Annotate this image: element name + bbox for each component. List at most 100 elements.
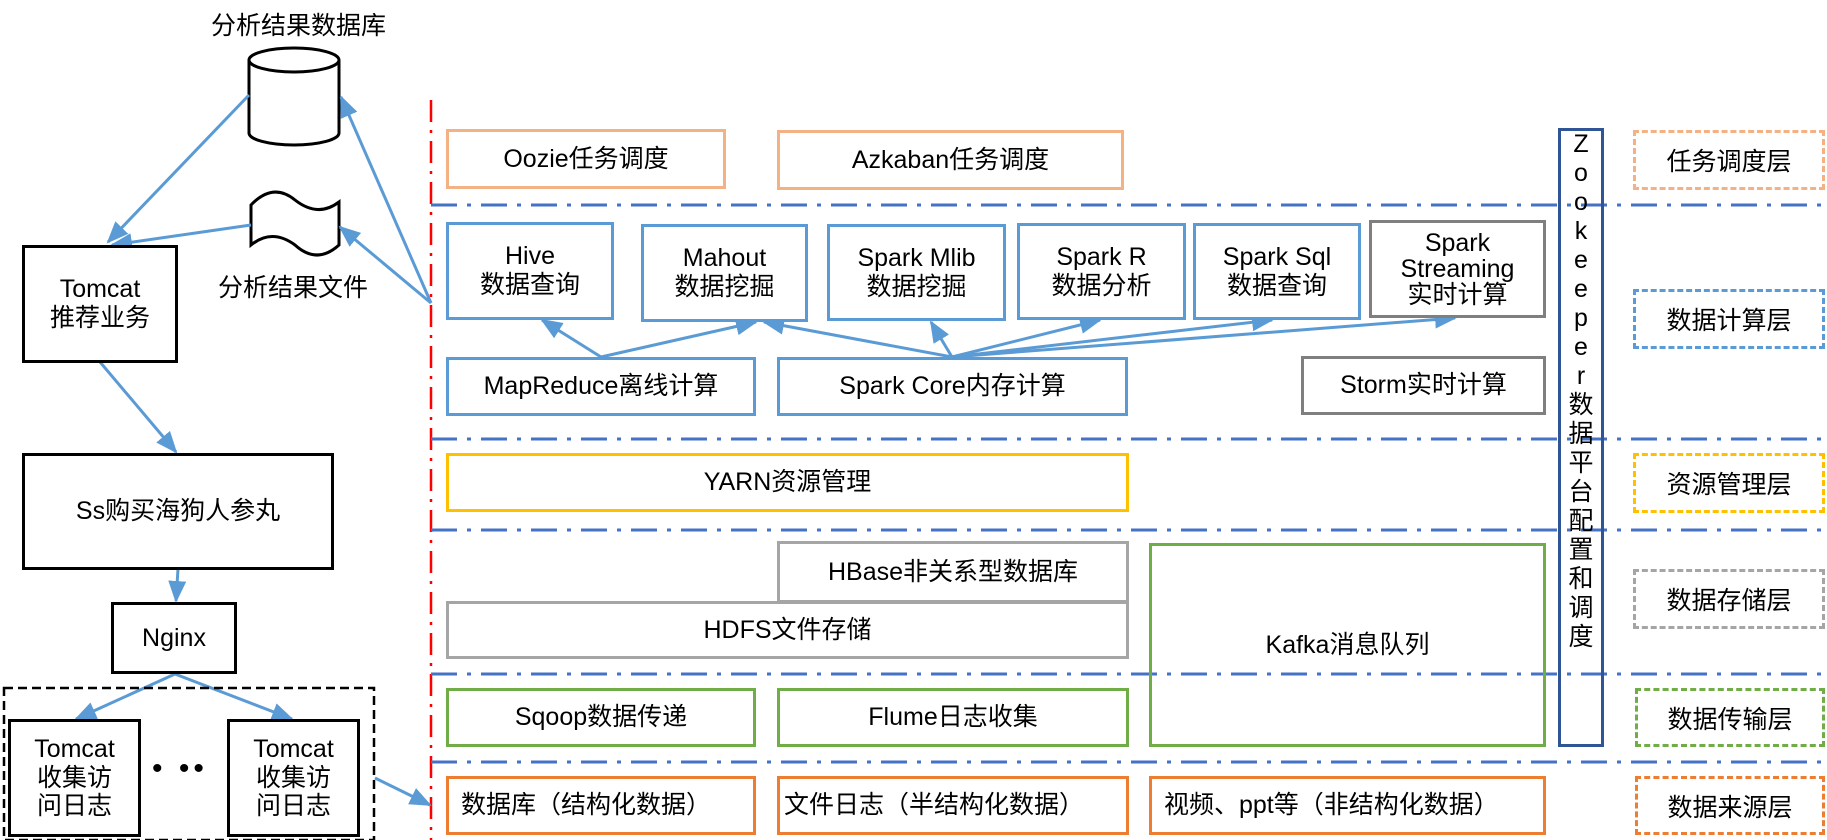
arrow-file-to-tomcat <box>110 223 252 252</box>
source-database-box[interactable]: 数据库（结构化数据） <box>446 776 756 835</box>
tomcat-collect-label-2: Tomcat 收集访 问日志 <box>253 734 334 821</box>
hive-box[interactable]: Hive 数据查询 <box>446 222 614 320</box>
oozie-box[interactable]: Oozie任务调度 <box>446 129 726 189</box>
arrow-nginx-to-tomcat-2 <box>174 672 294 721</box>
hbase-box[interactable]: HBase非关系型数据库 <box>777 541 1129 603</box>
flume-label: Flume日志收集 <box>868 703 1038 732</box>
zookeeper-char: e <box>1574 246 1588 274</box>
hdfs-label: HDFS文件存储 <box>703 615 872 644</box>
arrow-db-to-tomcat <box>106 93 251 244</box>
compute-arrows <box>540 310 1457 359</box>
arrow-webapp-to-nginx <box>168 568 187 603</box>
layer-compute-text: 数据计算层 <box>1666 307 1792 335</box>
hive-label: Hive 数据查询 <box>479 242 580 299</box>
spark-streaming-box[interactable]: Spark Streaming 实时计算 <box>1369 220 1546 318</box>
layer-source-text: 数据来源层 <box>1667 793 1793 822</box>
mahout-label: Mahout 数据挖掘 <box>674 244 775 301</box>
layer-label-resource: 资源管理层 <box>1633 453 1825 513</box>
left-arrows <box>74 93 433 807</box>
ellipsis-dots: • •• <box>152 752 208 785</box>
document-file-icon <box>249 190 341 257</box>
zookeeper-char: o <box>1574 159 1588 187</box>
flume-box[interactable]: Flume日志收集 <box>777 688 1129 747</box>
zookeeper-char: 平 <box>1568 449 1594 477</box>
oozie-label: Oozie任务调度 <box>503 144 669 173</box>
nginx-label: Nginx <box>142 623 206 652</box>
sqoop-label: Sqoop数据传递 <box>514 703 688 732</box>
zookeeper-char: Z <box>1573 130 1589 158</box>
mapreduce-box[interactable]: MapReduce离线计算 <box>446 357 756 416</box>
arrow-mapreduce-to-hive <box>540 318 602 359</box>
zookeeper-box[interactable] <box>1558 128 1604 747</box>
arrow-sparkcore-to-mahout <box>762 316 953 359</box>
arrow-tomcat-to-webapp <box>98 361 178 454</box>
zookeeper-char: o <box>1574 188 1588 216</box>
spark-r-label: Spark R 数据分析 <box>1051 242 1152 300</box>
arrow-cluster-to-db <box>339 95 433 304</box>
layer-resource-text: 资源管理层 <box>1666 471 1792 499</box>
source-video-ppt-label: 视频、ppt等（非结构化数据） <box>1164 791 1499 820</box>
spark-sql-box[interactable]: Spark Sql 数据查询 <box>1193 223 1361 320</box>
layer-separators <box>431 203 1827 764</box>
zookeeper-char: 度 <box>1568 623 1594 651</box>
zookeeper-char: 配 <box>1568 507 1594 535</box>
mapreduce-label: MapReduce离线计算 <box>483 372 719 401</box>
arrow-sparkcore-to-mlib <box>929 320 954 358</box>
zookeeper-char: 台 <box>1568 478 1594 506</box>
tomcat-recommend-box[interactable]: Tomcat 推荐业务 <box>22 245 178 363</box>
layer-transfer-text: 数据传输层 <box>1667 705 1793 734</box>
sqoop-box[interactable]: Sqoop数据传递 <box>446 688 756 747</box>
layer-scheduling-text: 任务调度层 <box>1666 148 1792 176</box>
arrow-sparkcore-to-streaming <box>951 310 1457 359</box>
arrow-cluster-to-file <box>338 225 432 305</box>
storm-box[interactable]: Storm实时计算 <box>1301 356 1546 415</box>
arrow-nginx-to-tomcat-1 <box>74 672 176 721</box>
zookeeper-char: 置 <box>1568 536 1594 564</box>
source-database-label: 数据库（结构化数据） <box>461 791 712 820</box>
layer-label-compute: 数据计算层 <box>1633 289 1825 349</box>
azkaban-label: Azkaban任务调度 <box>851 145 1050 174</box>
azkaban-box[interactable]: Azkaban任务调度 <box>777 130 1124 190</box>
zookeeper-char: 数 <box>1568 391 1594 419</box>
spark-mlib-box[interactable]: Spark Mlib 数据挖掘 <box>827 224 1006 321</box>
zookeeper-char: 据 <box>1568 420 1594 448</box>
arrow-collect-to-source <box>374 776 432 807</box>
web-app-box[interactable]: Ss购买海狗人参丸 <box>22 453 334 570</box>
collector-group-frame <box>2 686 376 840</box>
result-db-label: 分析结果数据库 <box>211 12 387 40</box>
storm-label: Storm实时计算 <box>1340 371 1507 400</box>
mahout-box[interactable]: Mahout 数据挖掘 <box>641 224 808 322</box>
spark-mlib-label: Spark Mlib 数据挖掘 <box>857 243 976 301</box>
tomcat-collect-box-2[interactable]: Tomcat 收集访 问日志 <box>227 719 360 837</box>
spark-r-box[interactable]: Spark R 数据分析 <box>1017 223 1186 320</box>
kafka-box[interactable]: Kafka消息队列 <box>1149 543 1546 747</box>
zookeeper-char: 调 <box>1568 594 1594 622</box>
layer-label-source: 数据来源层 <box>1635 776 1825 835</box>
zookeeper-char: 和 <box>1568 565 1594 593</box>
yarn-label: YARN资源管理 <box>703 468 872 497</box>
tomcat-collect-label-1: Tomcat 收集访 问日志 <box>34 734 115 821</box>
zookeeper-char: r <box>1576 362 1586 390</box>
web-app-label: Ss购买海狗人参丸 <box>75 497 281 526</box>
spark-core-box[interactable]: Spark Core内存计算 <box>777 357 1128 416</box>
tomcat-collect-box-1[interactable]: Tomcat 收集访 问日志 <box>8 719 141 837</box>
spark-sql-label: Spark Sql 数据查询 <box>1222 242 1332 300</box>
source-file-log-label: 文件日志（半结构化数据） <box>784 791 1085 820</box>
source-video-ppt-box[interactable]: 视频、ppt等（非结构化数据） <box>1149 776 1546 835</box>
layer-label-scheduling: 任务调度层 <box>1633 130 1825 190</box>
zookeeper-char: e <box>1574 333 1588 361</box>
source-file-log-box[interactable]: 文件日志（半结构化数据） <box>777 776 1129 835</box>
arrow-sparkcore-to-sparkr <box>951 316 1102 359</box>
result-file-label: 分析结果文件 <box>218 274 369 302</box>
kafka-label: Kafka消息队列 <box>1265 630 1430 659</box>
tomcat-recommend-label: Tomcat 推荐业务 <box>49 275 150 332</box>
nginx-box[interactable]: Nginx <box>111 602 237 674</box>
layer-label-transfer: 数据传输层 <box>1635 688 1825 747</box>
yarn-box[interactable]: YARN资源管理 <box>446 453 1129 512</box>
database-cylinder-icon <box>247 46 341 147</box>
spark-core-label: Spark Core内存计算 <box>839 372 1066 401</box>
layer-storage-text: 数据存储层 <box>1666 587 1792 615</box>
hdfs-box[interactable]: HDFS文件存储 <box>446 601 1129 659</box>
